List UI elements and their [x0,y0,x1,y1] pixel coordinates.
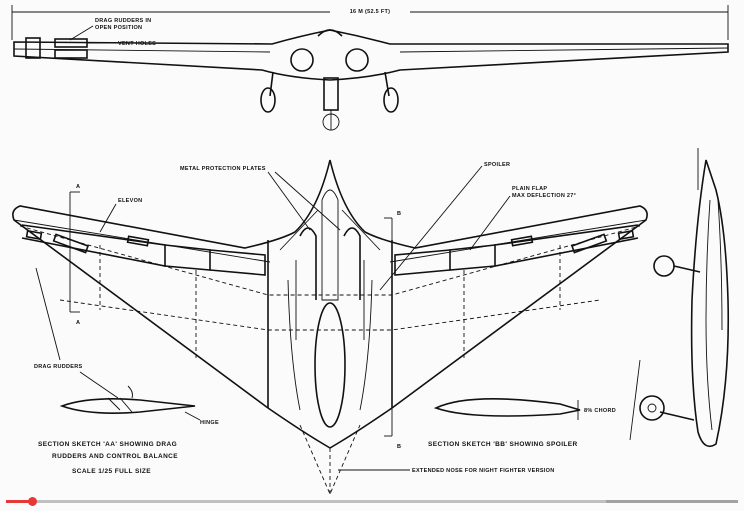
span-label: 16 M (52.5 FT) [350,9,391,15]
progress-bar [6,500,32,503]
plain-flap-label-2: MAX DEFLECTION 27° [512,193,576,199]
vent-holes-label: VENT HOLES [118,41,156,47]
front-view: 16 M (52.5 FT) DRAG RUDDERS IN OPEN POSI… [11,5,729,131]
scrubber-handle[interactable] [27,497,37,506]
section-a-top: A [76,184,80,190]
plan-view: METAL PROTECTION PLATES SPOILER PLAIN FL… [12,159,648,494]
chord-label: 8% CHORD [584,408,616,414]
section-aa-sketch: HINGE SECTION SKETCH 'AA' SHOWING DRAG R… [38,385,219,475]
drag-rudders-open-label-1: DRAG RUDDERS IN [95,18,151,24]
section-b-top: B [397,211,401,217]
metal-protection-label: METAL PROTECTION PLATES [180,166,266,172]
spoiler-label: SPOILER [484,162,510,168]
section-a-bottom: A [76,320,80,326]
section-aa-caption-2: RUDDERS AND CONTROL BALANCE [52,453,178,460]
section-b-bottom: B [397,444,401,450]
buffered-bar [31,500,607,503]
hinge-label: HINGE [200,420,219,426]
plain-flap-label-1: PLAIN FLAP [512,186,547,192]
scale-caption: SCALE 1/25 FULL SIZE [72,468,151,475]
flying-wing-blueprint: 16 M (52.5 FT) DRAG RUDDERS IN OPEN POSI… [11,5,730,494]
section-bb-caption: SECTION SKETCH 'BB' SHOWING SPOILER [428,441,578,448]
video-timeline[interactable] [6,497,738,506]
video-player-bar[interactable] [0,494,744,511]
section-aa-caption-1: SECTION SKETCH 'AA' SHOWING DRAG [38,441,177,448]
elevon-label: ELEVON [118,198,142,204]
extended-nose-label: EXTENDED NOSE FOR NIGHT FIGHTER VERSION [412,468,555,474]
drag-rudders-open-label-2: OPEN POSITION [95,25,142,31]
side-view [629,148,730,448]
drag-rudders-label: DRAG RUDDERS [34,364,83,370]
section-bb-sketch: 8% CHORD SECTION SKETCH 'BB' SHOWING SPO… [338,398,616,474]
